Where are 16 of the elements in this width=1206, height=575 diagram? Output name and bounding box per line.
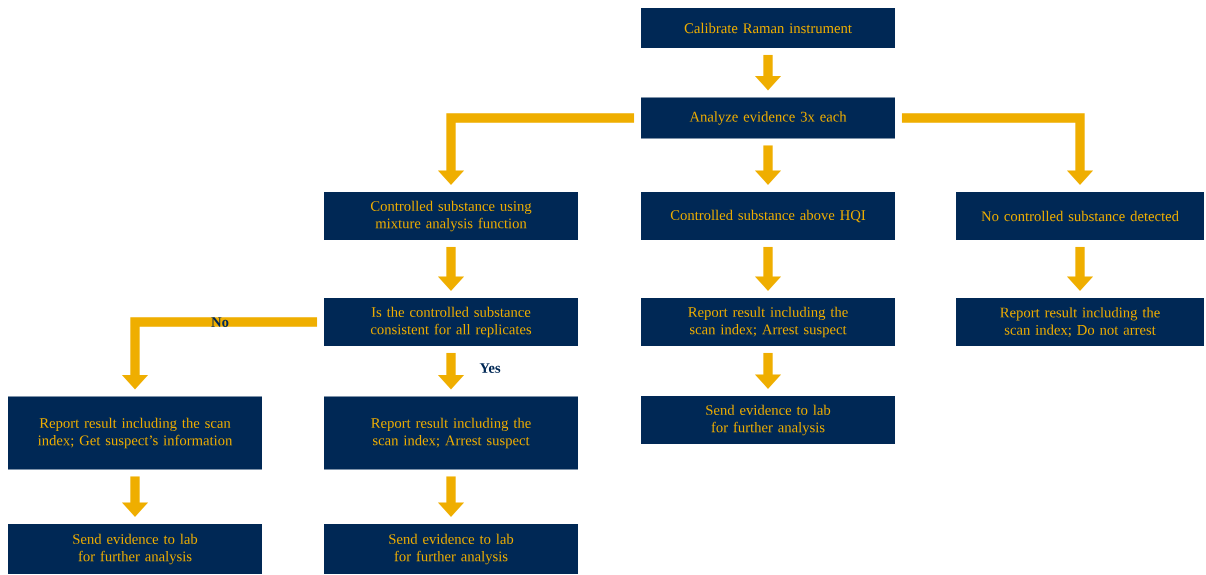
process-box: Controlled substance above HQI — [641, 192, 895, 240]
arrow — [901, 113, 1094, 185]
process-box: Controlled substance using mixture analysis function — [324, 192, 578, 240]
process-box: Report result including the scan index; Arrest suspect — [641, 298, 895, 346]
process-box: No controlled substance detected — [956, 192, 1204, 240]
edge-label: No — [211, 317, 229, 327]
process-box: Send evidence to lab for further analysis — [8, 524, 262, 574]
process-box: Calibrate Raman instrument — [641, 8, 895, 48]
process-box: Is the controlled substance consistent for all replicates — [324, 298, 578, 346]
process-box: Report result including the scan index; Do not arrest — [956, 298, 1204, 346]
process-box: Report result including the scan index; Get suspect’s information — [8, 396, 262, 470]
process-box: Report result including the scan index; Arrest suspect — [324, 396, 578, 470]
edge-label: Yes — [479, 363, 501, 373]
process-box: Send evidence to lab for further analysis — [324, 524, 578, 574]
process-box: Send evidence to lab for further analysis — [641, 396, 895, 444]
process-box: Analyze evidence 3x each — [641, 97, 895, 139]
